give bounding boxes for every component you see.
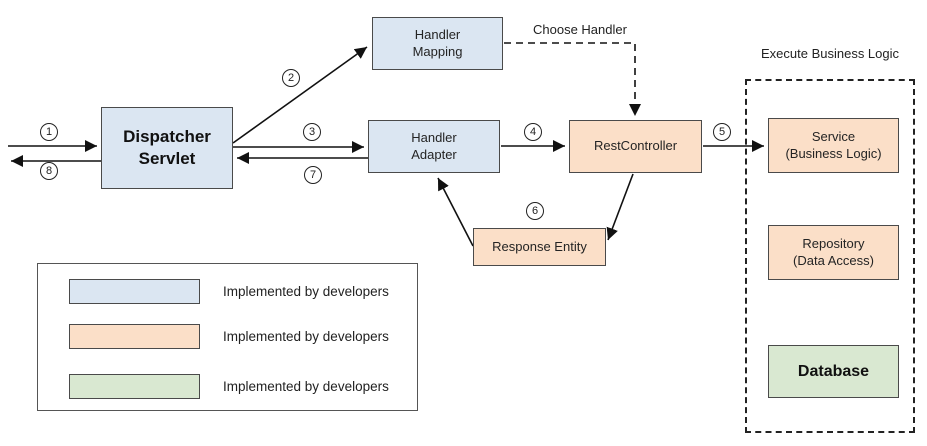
arrow-step-2-to-handler-mapping	[232, 46, 368, 144]
legend-swatch-orange	[69, 324, 200, 349]
legend-box: Implemented by developers Implemented by…	[37, 263, 418, 411]
node-service: Service (Business Logic)	[768, 118, 899, 173]
step-badge-2: 2	[282, 69, 300, 87]
arrow-choose-handler-dashed	[504, 42, 641, 116]
step-badge-1: 1	[40, 123, 58, 141]
step-badge-4: 4	[524, 123, 542, 141]
legend-label-blue: Implemented by developers	[223, 284, 389, 299]
node-handler-mapping: Handler Mapping	[372, 17, 503, 70]
step-badge-6: 6	[526, 202, 544, 220]
node-repository: Repository (Data Access)	[768, 225, 899, 280]
step-badge-5: 5	[713, 123, 731, 141]
execute-business-logic-group	[745, 79, 915, 433]
node-restcontroller: RestController	[569, 120, 702, 173]
legend-swatch-blue	[69, 279, 200, 304]
legend-label-green: Implemented by developers	[223, 379, 389, 394]
node-response-entity: Response Entity	[473, 228, 606, 266]
node-dispatcher-servlet: Dispatcher Servlet	[101, 107, 233, 189]
arrow-step-6-response-entity-to-adapter	[437, 177, 474, 247]
arrow-restcontroller-to-response-entity	[606, 173, 634, 241]
node-database: Database	[768, 345, 899, 398]
node-handler-adapter: Handler Adapter	[368, 120, 500, 173]
step-badge-7: 7	[304, 166, 322, 184]
step-badge-3: 3	[303, 123, 321, 141]
legend-swatch-green	[69, 374, 200, 399]
choose-handler-label: Choose Handler	[533, 22, 627, 37]
step-badge-8: 8	[40, 162, 58, 180]
execute-business-logic-label: Execute Business Logic	[760, 46, 900, 61]
legend-label-orange: Implemented by developers	[223, 329, 389, 344]
